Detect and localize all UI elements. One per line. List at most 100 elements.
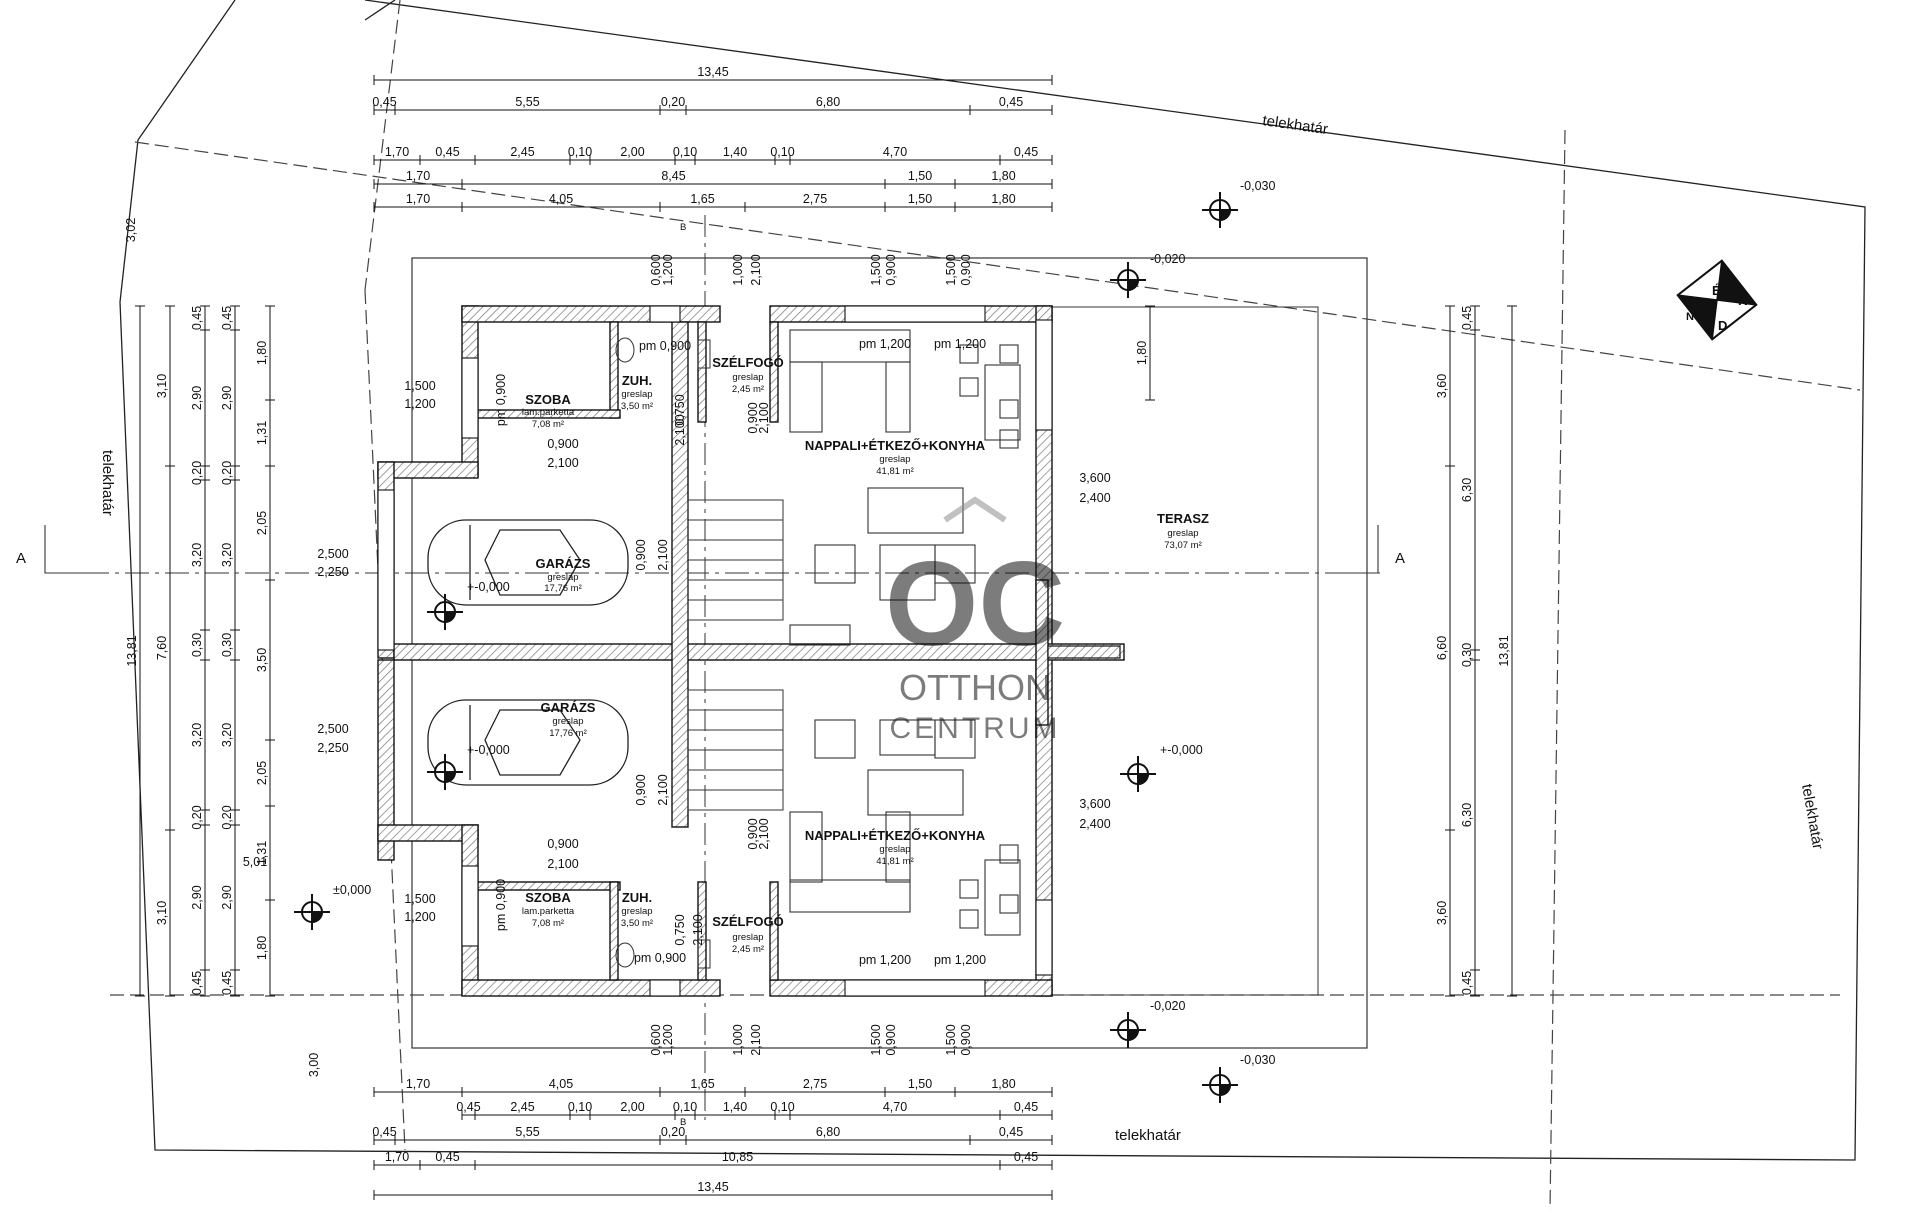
dim-left-third-value: 0,45 — [190, 971, 204, 995]
axis-label-top: B — [680, 222, 686, 233]
dim-opening-bottom-value: 1,500 — [944, 1024, 958, 1055]
room-garazs-top: GARÁZS greslap 17,76 m² — [536, 556, 591, 594]
car-upper — [427, 519, 629, 606]
svg-text:SZÉLFOGÓ: SZÉLFOGÓ — [712, 355, 784, 370]
level-labels: -0,030 -0,020 +-0,000 +-0,000 +-0,000 ±0… — [333, 179, 1275, 1067]
svg-text:greslap: greslap — [547, 572, 578, 583]
dim-left-second-value: 3,10 — [155, 374, 169, 398]
svg-text:greslap: greslap — [879, 454, 910, 465]
dim-bottom-row4-value: 10,85 — [722, 1150, 753, 1164]
furniture — [789, 329, 1021, 936]
dim-bottom-row4-value: 1,70 — [385, 1150, 409, 1164]
dim-top-row4-value: 1,80 — [991, 169, 1015, 183]
dim-door-value: 2,100 — [656, 539, 670, 570]
dim-left-fourth-value: 0,45 — [220, 971, 234, 995]
svg-text:3,50 m²: 3,50 m² — [621, 401, 653, 412]
dim-bottom-row3-value: 0,20 — [661, 1125, 685, 1139]
dim-left-third-value: 3,20 — [190, 723, 204, 747]
svg-text:+-0,000: +-0,000 — [467, 580, 510, 594]
room-nappali-bottom: NAPPALI+ÉTKEZŐ+KONYHA greslap 41,81 m² — [805, 828, 986, 867]
dim-door-value: 1,200 — [404, 397, 435, 411]
dim-left-fifth-value: 3,50 — [255, 648, 269, 672]
dim-left-fourth-value: 0,20 — [220, 805, 234, 829]
dim-top-row3-value: 0,10 — [673, 145, 697, 159]
dim-door-value: 2,100 — [691, 914, 705, 945]
dim-left-fourth-value: 0,20 — [220, 461, 234, 485]
svg-text:ZUH.: ZUH. — [622, 890, 652, 905]
dim-pm-value: pm 0,900 — [639, 339, 691, 353]
dim-door-value: 2,500 — [317, 722, 348, 736]
dim-door-value: 0,900 — [547, 837, 578, 851]
dim-left-fifth-value: 1,31 — [255, 841, 269, 865]
dim-bottom-row3-value: 0,45 — [999, 1125, 1023, 1139]
svg-text:lam.parketta: lam.parketta — [522, 407, 575, 418]
dimension-lines — [135, 75, 1517, 1200]
dim-left-outer-value: 13,81 — [125, 635, 139, 666]
dim-door-value: 1,200 — [404, 910, 435, 924]
dim-bottom-row2-value: 0,45 — [456, 1100, 480, 1114]
dim-bottom-row3-value: 0,45 — [372, 1125, 396, 1139]
dim-bottom-row2-value: 0,10 — [770, 1100, 794, 1114]
svg-text:-0,020: -0,020 — [1150, 252, 1185, 266]
dim-door-value: 2,250 — [317, 741, 348, 755]
svg-text:greslap: greslap — [732, 932, 763, 943]
dim-left-third-value: 0,45 — [190, 306, 204, 330]
watermark-logo: OC — [885, 537, 1065, 671]
boundary-label-bottom: telekhatár — [1115, 1127, 1181, 1144]
watermark-roof-icon — [943, 496, 1007, 523]
dim-top-row3-value: 1,40 — [723, 145, 747, 159]
stairs — [687, 499, 784, 811]
dim-top-row5-value: 1,50 — [908, 192, 932, 206]
dim-top-row5-value: 1,65 — [690, 192, 714, 206]
dim-bottom-row3-value: 6,80 — [816, 1125, 840, 1139]
dim-door-value: 0,750 — [673, 914, 687, 945]
dim-opening-top-value: 0,900 — [959, 254, 973, 285]
svg-text:greslap: greslap — [879, 844, 910, 855]
dim-right-second-value: 3,60 — [1435, 374, 1449, 398]
dim-door-value: 2,100 — [547, 456, 578, 470]
car-lower — [427, 699, 629, 786]
dim-top-row2-value: 0,45 — [999, 95, 1023, 109]
room-szoba-bottom: SZOBA lam.parketta 7,08 m² — [522, 890, 575, 929]
dim-bottom-row4-value: 0,45 — [435, 1150, 459, 1164]
dim-top-row3-value: 2,45 — [510, 145, 534, 159]
room-terasz: TERASZ greslap 73,07 m² — [1157, 511, 1209, 551]
dim-bottom-row2-value: 0,10 — [568, 1100, 592, 1114]
dim-pm-value: pm 1,200 — [859, 337, 911, 351]
dim-bottom-row1-value: 2,75 — [803, 1077, 827, 1091]
svg-text:greslap: greslap — [1167, 528, 1198, 539]
dim-bottom-row2-value: 0,10 — [673, 1100, 697, 1114]
dim-right-second-value: 6,60 — [1435, 636, 1449, 660]
svg-text:+-0,000: +-0,000 — [467, 743, 510, 757]
dim-door-value: 2,250 — [317, 565, 348, 579]
north-compass-icon — [1676, 259, 1758, 341]
dim-door-value: 1,500 — [404, 379, 435, 393]
room-garazs-bottom: GARÁZS greslap 17,76 m² — [541, 700, 596, 739]
dim-opening-top-value: 1,500 — [944, 254, 958, 285]
dim-left-misc-value: 5,01 — [243, 855, 267, 869]
svg-text:2,45 m²: 2,45 m² — [732, 944, 764, 955]
room-szelfogo-bottom: SZÉLFOGÓ greslap 2,45 m² — [712, 914, 784, 955]
svg-text:NAPPALI+ÉTKEZŐ+KONYHA: NAPPALI+ÉTKEZŐ+KONYHA — [805, 828, 986, 843]
dim-right-terrace-value: 1,80 — [1135, 341, 1149, 365]
dim-door-value: 2,400 — [1079, 491, 1110, 505]
svg-text:73,07 m²: 73,07 m² — [1164, 540, 1202, 551]
svg-text:41,81 m²: 41,81 m² — [876, 466, 914, 477]
property-boundary — [119, 0, 1866, 1161]
dim-door-value: 0,900 — [634, 539, 648, 570]
svg-text:-0,030: -0,030 — [1240, 1053, 1275, 1067]
svg-text:GARÁZS: GARÁZS — [541, 700, 596, 715]
svg-text:NAPPALI+ÉTKEZŐ+KONYHA: NAPPALI+ÉTKEZŐ+KONYHA — [805, 438, 986, 453]
dim-left-fourth-value: 3,20 — [220, 723, 234, 747]
dim-left-fifth-value: 2,05 — [255, 511, 269, 535]
dim-left-misc-value: 3,00 — [307, 1053, 321, 1077]
dim-top-row5-value: 2,75 — [803, 192, 827, 206]
otthon-centrum-watermark: OC OTTHON CENTRUM — [885, 496, 1065, 745]
dim-top-row2-value: 6,80 — [816, 95, 840, 109]
dim-pm-value: pm 1,200 — [934, 337, 986, 351]
svg-text:3,50 m²: 3,50 m² — [621, 918, 653, 929]
svg-text:SZOBA: SZOBA — [525, 890, 571, 905]
dim-opening-top-value: 2,100 — [749, 254, 763, 285]
compass-letters: É K D NY — [1686, 283, 1748, 333]
